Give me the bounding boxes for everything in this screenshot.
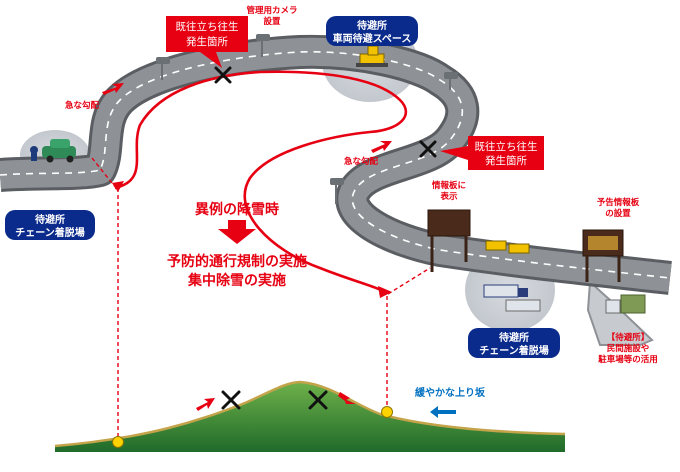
private-use-line3: 駐車場等の活用 [598,354,658,365]
measures-line1: 予防的通行規制の実施 [167,253,307,270]
end-point [381,406,393,418]
camera-label-line2: 設置 [263,16,281,27]
heavy-snow-label: 異例の降雪時 [195,201,279,218]
stuck-box-2 [440,136,544,170]
private-use-line2: 民間施設や [607,343,650,354]
left-station-box [5,210,95,240]
start-point [112,436,124,448]
stuck-mark-2 [419,140,437,158]
right-station-box [468,328,560,358]
info-board-line1: 情報板に [431,180,466,191]
info-board-line2: 表示 [439,191,458,202]
steep-arrows [102,83,392,411]
stuck-box-1-line2: 発生箇所 [186,35,228,48]
advance-info-board [582,229,624,282]
stuck-box-2-line1: 既往立ち往生 [475,140,538,153]
hill-edge [54,380,566,448]
measures-line2: 集中除雪の実施 [187,272,286,289]
steep-right-label: 急な勾配 [344,156,379,167]
stuck-box-1 [166,16,248,68]
steep-left-label: 急な勾配 [65,100,100,111]
parked-truck-icon [605,294,646,314]
hill-profile [55,382,565,452]
top-station-line2: 車両待避スペース [333,32,412,45]
regulation-line [114,70,408,294]
road-center-line [0,51,671,279]
advance-board-line1: 予告情報板 [597,197,640,208]
down-arrow [218,220,256,244]
truck-icon [483,284,541,312]
stuck-box-2-line2: 発生箇所 [485,154,527,167]
slope-arrow [430,406,456,418]
car-icon [30,139,76,163]
right-station-line2: チェーン着脱場 [479,344,549,357]
top-station-line1: 待避所 [357,19,387,32]
stuck-mark-1 [214,66,232,84]
camera-icon [156,34,458,204]
stuck-box-1-line1: 既往立ち往生 [176,20,239,33]
hill-mark-left [221,390,241,410]
gentle-slope-label: 緩やかな上り坂 [415,386,486,399]
left-station-line2: チェーン着脱場 [15,226,85,239]
regulation-arrow-left [112,181,124,192]
hill-mark-right [308,390,328,410]
info-board [427,209,471,272]
advance-board-line2: の設置 [605,208,631,219]
snowplow-icon-2 [485,240,530,254]
regulation-arrow-right [378,286,392,298]
dashed-link-right [387,267,431,295]
top-station-box [326,16,418,46]
camera-label-line1: 管理用カメラ [246,5,297,16]
left-station-line1: 待避所 [35,213,65,226]
right-station-line1: 待避所 [499,331,529,344]
private-use-line1: 【待避所】 [607,332,650,343]
